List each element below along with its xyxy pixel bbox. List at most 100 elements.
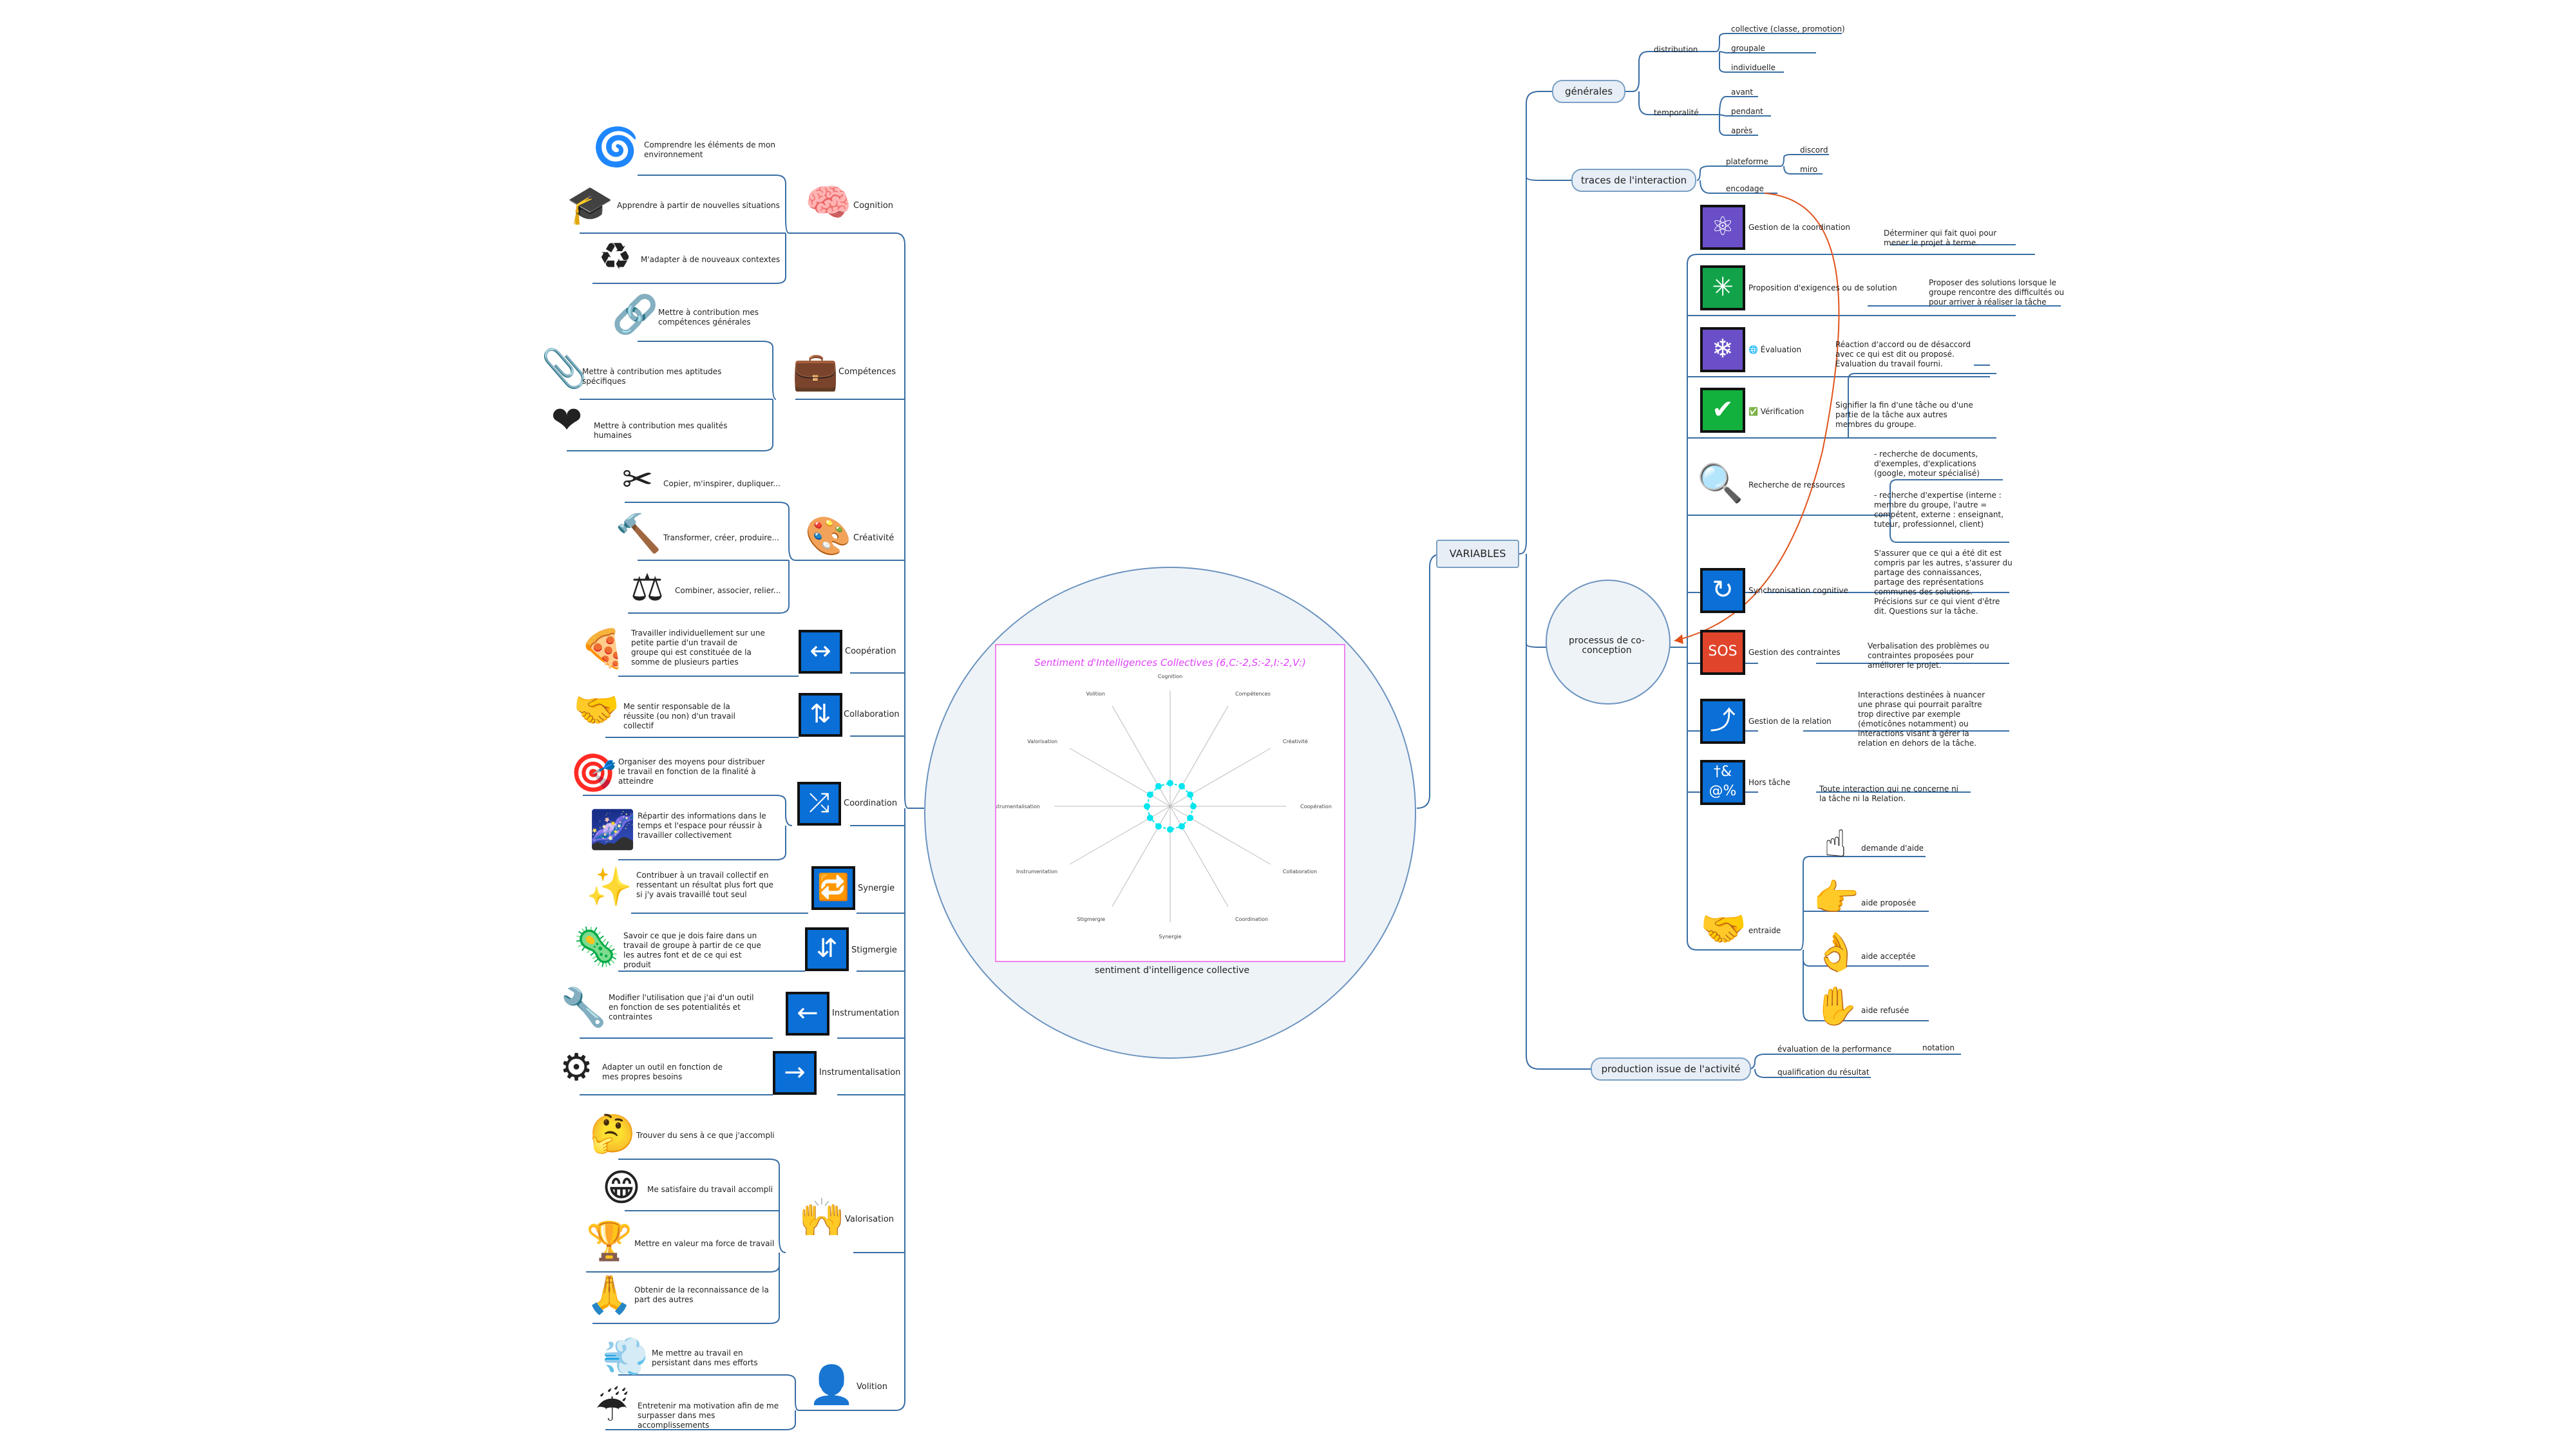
- entraide-item: aide refusée: [1861, 1006, 1909, 1015]
- entraide-item: aide acceptée: [1861, 952, 1916, 961]
- competences-item: Mettre à contribution mes compétences gé…: [658, 308, 759, 327]
- magnifier-icon: 🔍: [1697, 461, 1744, 505]
- group-label-creativite: Créativité: [853, 533, 895, 543]
- variables-node[interactable]: VARIABLES: [1436, 540, 1519, 568]
- stigmergie-item: Savoir ce que je dois faire dans un trav…: [623, 931, 761, 969]
- valorisation-item: Obtenir de la reconnaissance de la part …: [634, 1285, 769, 1304]
- galaxy-icon: 🌌: [589, 808, 636, 851]
- radar-axis-label: Instrumentalisation: [996, 804, 1040, 810]
- group-label-synergie: Synergie: [858, 884, 895, 893]
- raised-hands-icon: 🙌: [799, 1195, 846, 1239]
- plateforme-item: discord: [1800, 146, 1828, 155]
- umbrella-icon: ☔: [595, 1386, 629, 1430]
- process-item-desc: Verbalisation des problèmes ou contraint…: [1868, 641, 1989, 670]
- shuffle-icon: ⤮: [797, 782, 841, 826]
- process-item-label: Recherche de ressources: [1748, 480, 1846, 489]
- radar-point: [1167, 780, 1173, 786]
- center-caption: sentiment d'intelligence collective: [1094, 965, 1250, 976]
- radar-chart: CognitionCompétencesCréativitéCoopératio…: [996, 674, 1332, 940]
- radar-spoke: [1112, 705, 1171, 807]
- competences-item: Mettre à contribution mes aptitudes spéc…: [582, 367, 722, 386]
- process-item-label: Gestion de la coordination: [1748, 223, 1850, 232]
- target-icon: 🎯: [570, 751, 617, 795]
- radar-axis-label: Volition: [1086, 691, 1105, 697]
- cognition-item: Comprendre les éléments de mon environne…: [644, 140, 775, 159]
- volition-item: Me mettre au travail en persistant dans …: [652, 1349, 758, 1367]
- process-item-desc: Signifier la fin d'une tâche ou d'une pa…: [1835, 401, 1973, 429]
- generales-node[interactable]: générales: [1552, 80, 1625, 103]
- group-label-competences: Compétences: [838, 367, 896, 377]
- thinking-face-icon: 🤔: [589, 1112, 636, 1155]
- entraide-item: aide proposée: [1861, 898, 1917, 907]
- group-label-instrumentalisation: Instrumentalisation: [819, 1068, 901, 1077]
- process-item-desc: Déterminer qui fait quoi pour mener le p…: [1884, 229, 1997, 247]
- scales-icon: ⚖: [630, 565, 664, 609]
- sync-icon: ↻: [1700, 568, 1745, 613]
- temporalite-item: pendant: [1731, 107, 1763, 116]
- group-label-instrumentation: Instrumentation: [832, 1009, 900, 1018]
- spark-icon: ✳: [1700, 265, 1745, 310]
- repeat-icon: 🔁: [811, 866, 855, 910]
- encodage-label: encodage: [1726, 184, 1764, 193]
- link-icon: 🔗: [612, 292, 659, 336]
- process-item-label: Gestion des contraintes: [1748, 648, 1841, 657]
- process-item-label: Synchronisation cognitive: [1748, 586, 1848, 595]
- plateforme-item: miro: [1800, 165, 1818, 174]
- collaboration-item: Me sentir responsable de la réussite (ou…: [623, 702, 735, 730]
- production-node[interactable]: production issue de l'activité: [1591, 1057, 1751, 1081]
- radar-point: [1155, 823, 1162, 830]
- processus-label: processus de co-conception: [1569, 636, 1645, 656]
- radar-point: [1144, 803, 1150, 810]
- coordination-item: Organiser des moyens pour distribuer le …: [618, 757, 765, 786]
- arrows-left-right-icon: ↔: [799, 630, 842, 674]
- radar-spoke: [1170, 806, 1271, 865]
- cooperation-item: Travailler individuellement sur une peti…: [631, 629, 765, 667]
- radar-point: [1190, 803, 1197, 810]
- graduation-cap-icon: 🎓: [567, 183, 614, 227]
- temporalite-item: avant: [1731, 88, 1754, 97]
- radar-axis-label: Synergie: [1159, 934, 1181, 940]
- scissors-icon: ✂: [621, 457, 654, 501]
- palette-icon: 🎨: [805, 514, 852, 558]
- hand-refuse-icon: ✋: [1813, 984, 1860, 1028]
- heart-icon: ❤: [551, 398, 583, 442]
- arrows-up-down-icon: ⇅: [799, 693, 842, 737]
- entraide-label: entraide: [1748, 926, 1781, 935]
- radar-point: [1146, 791, 1153, 798]
- group-label-cooperation: Coopération: [845, 647, 896, 656]
- symbols-icon: †&@%: [1700, 760, 1745, 805]
- competences-item: Mettre à contribution mes qualités humai…: [594, 421, 728, 440]
- process-item-label: 🌐 Évaluation: [1748, 345, 1802, 354]
- praying-hands-icon: 🙏: [586, 1273, 633, 1316]
- sos-icon: SOS: [1700, 630, 1745, 675]
- grin-face-icon: 😁: [601, 1166, 641, 1209]
- process-item-desc: Toute interaction qui ne concerne ni la …: [1819, 784, 1959, 803]
- group-label-valorisation: Valorisation: [845, 1215, 895, 1224]
- process-item-desc: Réaction d'accord ou de désaccord avec c…: [1835, 340, 1971, 368]
- atom-icon: ⚛: [1700, 205, 1745, 250]
- creativite-item: Copier, m'inspirer, dupliquer...: [663, 479, 781, 488]
- creativite-item: Combiner, associer, relier...: [675, 586, 781, 595]
- radar-axis-label: Créativité: [1283, 738, 1308, 744]
- process-item-desc-2: - recherche d'expertise (interne : membr…: [1874, 491, 2004, 529]
- recycle-icon: ♻: [598, 234, 632, 278]
- radar-spoke: [1069, 748, 1171, 807]
- chart-title: Sentiment d'Intelligences Collectives (6…: [1034, 657, 1306, 668]
- group-label-cognition: Cognition: [853, 201, 894, 211]
- radar-spoke: [1069, 806, 1171, 865]
- processus-node[interactable]: [1546, 580, 1671, 705]
- hammer-icon: 🔨: [615, 511, 662, 555]
- radar-axis-label: Coordination: [1235, 916, 1268, 922]
- production-item: qualification du résultat: [1777, 1068, 1870, 1077]
- arrow-right-icon: →: [773, 1051, 817, 1095]
- radar-point: [1167, 826, 1173, 833]
- synergie-item: Contribuer à un travail collectif en res…: [636, 871, 773, 899]
- briefcase-icon: 💼: [792, 349, 839, 393]
- face-outline-icon: 👤: [808, 1363, 855, 1406]
- traces-node[interactable]: traces de l'interaction: [1571, 169, 1696, 192]
- hand-raised-icon: ☝: [1824, 822, 1847, 866]
- radar-axis-label: Collaboration: [1283, 869, 1317, 875]
- arrow-left-icon: ←: [786, 992, 829, 1036]
- radar-axis-label: Stigmergie: [1077, 916, 1105, 922]
